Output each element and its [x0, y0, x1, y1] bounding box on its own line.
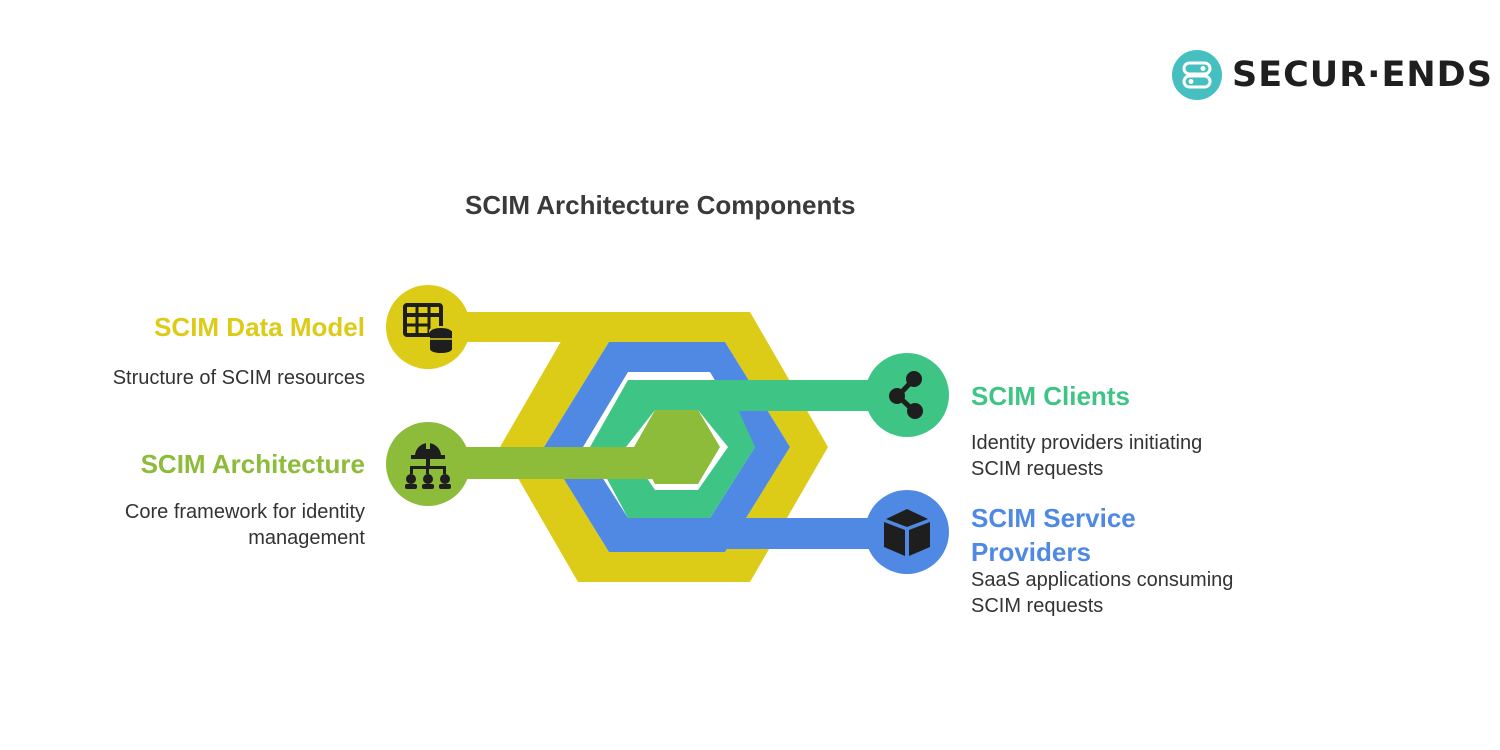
- architecture-title: SCIM Architecture: [140, 449, 365, 479]
- securends-logo: SECUR·ENDS: [1172, 50, 1493, 100]
- data-model-node: [386, 285, 470, 369]
- service-providers-title: SCIM Service Providers: [971, 503, 1136, 567]
- clients-title: SCIM Clients: [971, 381, 1130, 411]
- architecture-node: [386, 422, 470, 506]
- cube-box-icon: [884, 509, 930, 556]
- data-model-title: SCIM Data Model: [154, 312, 365, 342]
- data-model-description: Structure of SCIM resources: [112, 367, 365, 389]
- table-database-icon: [403, 303, 453, 353]
- architecture-description: Core framework for identity management: [124, 501, 365, 549]
- clients-description: Identity providers initiating SCIM reque…: [971, 432, 1203, 480]
- service-providers-description: SaaS applications consuming SCIM request…: [971, 569, 1234, 617]
- diagram-title: SCIM Architecture Components: [465, 190, 856, 220]
- clients-node: [865, 353, 949, 437]
- securends-logo-icon: [1172, 50, 1222, 100]
- logo-wordmark: SECUR·ENDS: [1232, 55, 1493, 95]
- share-nodes-icon: [889, 371, 923, 419]
- service-providers-node: [865, 490, 949, 574]
- org-chart-hardhat-icon: [405, 441, 451, 489]
